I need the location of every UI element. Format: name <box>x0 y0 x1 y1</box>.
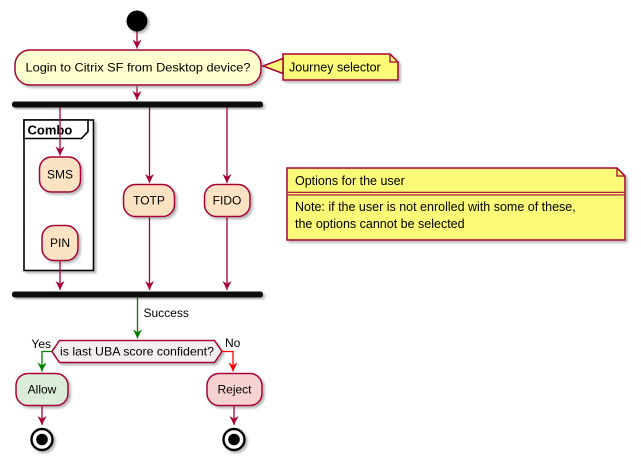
note-options-body-line-2: the options cannot be selected <box>295 217 465 231</box>
note-options: Options for the user Note: if the user i… <box>286 167 626 241</box>
activity-reject-label: Reject <box>217 383 252 397</box>
fork-bar <box>12 101 263 108</box>
join-bar <box>12 291 263 298</box>
activity-login-label: Login to Citrix SF from Desktop device? <box>26 61 251 75</box>
partition-combo-tab <box>23 119 89 140</box>
end-node-reject-dot <box>228 433 240 446</box>
partition-combo-label: Combo <box>28 123 73 138</box>
note-options-body <box>286 167 626 241</box>
note-options-fold <box>616 168 625 177</box>
edge-label-success: Success <box>144 306 189 320</box>
decision-uba-label: is last UBA score confident? <box>60 345 214 359</box>
note-options-body-line-1: Note: if the user is not enrolled with s… <box>295 200 576 214</box>
end-node-allow <box>30 427 54 452</box>
start-node <box>126 10 148 32</box>
note-journey-fold <box>389 54 398 63</box>
note-journey-text: Journey selector <box>289 61 381 75</box>
activity-pin-label: PIN <box>50 236 70 250</box>
edge-label-no: No <box>225 336 241 350</box>
activity-sms-label: SMS <box>47 168 73 182</box>
end-node-allow-dot <box>36 433 48 446</box>
activity-sms <box>38 156 82 193</box>
note-options-title: Options for the user <box>295 174 405 188</box>
activity-fido-label: FIDO <box>213 194 242 208</box>
activity-login <box>14 49 262 86</box>
note-journey-body <box>282 53 399 81</box>
edge-no-to-reject <box>222 350 238 372</box>
edge-label-yes: Yes <box>31 337 51 351</box>
end-node-reject <box>222 427 246 452</box>
note-journey: Journey selector <box>260 53 399 81</box>
activity-allow-label: Allow <box>28 383 57 397</box>
note-journey-tail <box>260 57 284 75</box>
activity-totp-label: TOTP <box>133 194 165 208</box>
edge-yes-to-allow <box>37 350 52 372</box>
